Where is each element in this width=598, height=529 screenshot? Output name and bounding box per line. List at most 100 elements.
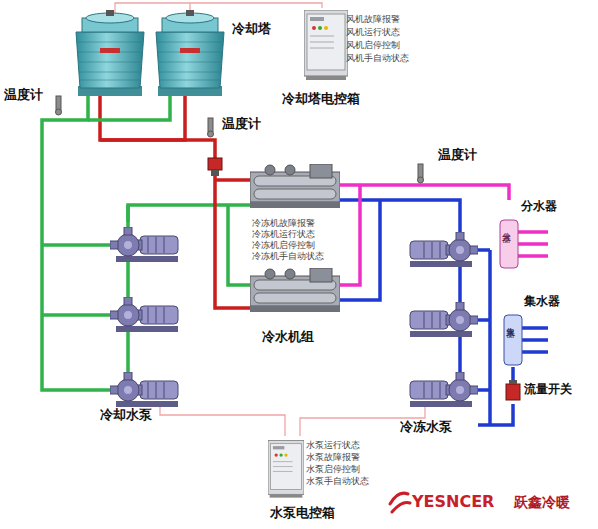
thermometer-symbol: [56, 109, 62, 115]
brand-name: 跃鑫冷暖: [514, 494, 570, 510]
chilled-return-pipe: [511, 367, 515, 380]
status-text: 水泵手自动状态: [306, 476, 369, 486]
status-text: 水泵启停控制: [306, 464, 360, 474]
status-text: 集水器: [506, 320, 516, 323]
node-heading: 水泵电控箱: [270, 506, 335, 521]
chilled-pump-group: 冷冻水泵: [398, 228, 478, 443]
cooling-return-pipe: [100, 96, 185, 140]
node-heading: 冷水机组: [262, 330, 314, 345]
chilled-water-pump: [410, 232, 478, 267]
cooling-water-pipe: [42, 313, 110, 317]
status-text: 风机手自动状态: [346, 53, 409, 63]
cooling-water-pipe: [42, 243, 110, 247]
cooling-return-pipe: [100, 108, 246, 308]
chilled-return-pipe: [522, 326, 548, 330]
chilled-return-pipe: [338, 198, 346, 202]
header-vessel: [504, 315, 522, 365]
cooling-water-pipe: [128, 205, 246, 222]
header-vessel: [500, 220, 518, 268]
cooling-return-pipe: [215, 178, 252, 182]
supply-header: 分水器分水器: [497, 200, 559, 270]
cooling-tower: [76, 10, 224, 96]
chilled-return-pipe: [488, 250, 492, 425]
control-wire: [398, 404, 425, 418]
chiller-unit: [250, 268, 340, 312]
cooling-tower: [76, 10, 144, 96]
status-text: 水泵运行状态: [306, 440, 360, 450]
cooling-water-pipe: [88, 96, 170, 120]
chilled-supply-pipe: [338, 185, 548, 285]
status-text: 冷冻机启停控制: [252, 240, 315, 250]
control-cabinet: [304, 10, 348, 80]
chilled-return-pipe: [458, 228, 462, 372]
flow-switch-symbol: [208, 158, 222, 170]
thermometer-symbol: [418, 164, 423, 178]
brand-logo: [392, 502, 410, 512]
thermometer-label: 温度计: [438, 148, 477, 163]
status-text: 风机运行状态: [346, 27, 400, 37]
cooling-water-pipe: [86, 96, 90, 108]
status-text: 风机故障报警: [346, 14, 400, 24]
flow-switch-symbol: [506, 384, 520, 400]
status-text: 冷冻机运行状态: [252, 229, 315, 239]
cooling-water-pump: [110, 227, 178, 407]
control-wire: [160, 402, 185, 415]
cooling-water-pipe: [42, 108, 95, 390]
thermometer-label: 温度计: [222, 117, 261, 132]
status-text: 风机启停控制: [346, 40, 400, 50]
node-heading: 冷却塔电控箱: [282, 92, 360, 107]
chilled-return-pipe: [522, 350, 548, 354]
thermometer-symbol: [56, 96, 424, 183]
status-text: 冷冻机手自动状态: [252, 251, 324, 261]
chiller-unit: [250, 164, 340, 208]
cooling-return-pipe: [98, 96, 102, 108]
chilled-supply-pipe: [518, 230, 548, 234]
control-wire: [185, 415, 285, 436]
status-text: 分水器: [502, 225, 512, 228]
cooling-water-pump: [110, 297, 178, 332]
chilled-return-pipe: [478, 248, 490, 252]
flow-switch: 流量开关: [500, 380, 590, 404]
cooling-water-pipe: [95, 388, 110, 392]
chilled-water-pump: [410, 372, 478, 407]
thermometer-symbol: [208, 118, 213, 132]
cooling-water-pump: [110, 227, 178, 262]
control-wire: [115, 3, 322, 8]
cooling-water-pipe: [126, 205, 130, 372]
node-heading: 冷却水泵: [100, 408, 152, 423]
node-heading: 分水器: [521, 200, 557, 214]
tower-control-box: 风机故障报警风机运行状态风机启停控制风机手自动状态冷却塔电控箱: [282, 8, 417, 113]
chilled-return-pipe: [338, 200, 548, 425]
cooling-return-pipe: [246, 306, 252, 310]
chilled-water-pump: [410, 302, 478, 337]
thermometer-label: 温度计: [4, 88, 43, 103]
chilled-return-pipe: [478, 404, 513, 425]
cooling-tower: [156, 10, 224, 96]
brand-logo: [390, 493, 410, 512]
chilled-return-pipe: [338, 200, 380, 300]
header-vessel: [500, 220, 522, 365]
status-text: 水泵故障报警: [306, 452, 360, 462]
chilled-supply-pipe: [518, 242, 548, 246]
control-wire: [300, 418, 398, 436]
chilled-supply-pipe: [338, 183, 346, 187]
pump-control-box: 水泵运行状态水泵故障报警水泵启停控制水泵手自动状态水泵电控箱: [262, 436, 387, 526]
chiller-group: 冷冻机故障报警冷冻机运行状态冷冻机启停控制冷冻机手自动状态冷水机组: [246, 160, 346, 350]
brand-name: YESNCER: [412, 493, 494, 511]
node-heading: 流量开关: [524, 383, 572, 397]
node-heading: 冷冻水泵: [400, 420, 452, 435]
chiller-unit: [250, 164, 340, 312]
control-cabinet: [268, 440, 304, 497]
chilled-water-pump: [410, 232, 478, 407]
control-wire: [189, 3, 190, 16]
node-heading: 冷却塔: [232, 22, 271, 37]
chilled-return-pipe: [346, 200, 460, 228]
thermometer-symbol: [56, 96, 61, 110]
cooling-water-pump: [110, 372, 178, 407]
status-text: 冷冻机故障报警: [252, 218, 315, 228]
chilled-supply-pipe: [518, 254, 548, 258]
cooling-tower-group: 冷却塔: [60, 8, 272, 108]
